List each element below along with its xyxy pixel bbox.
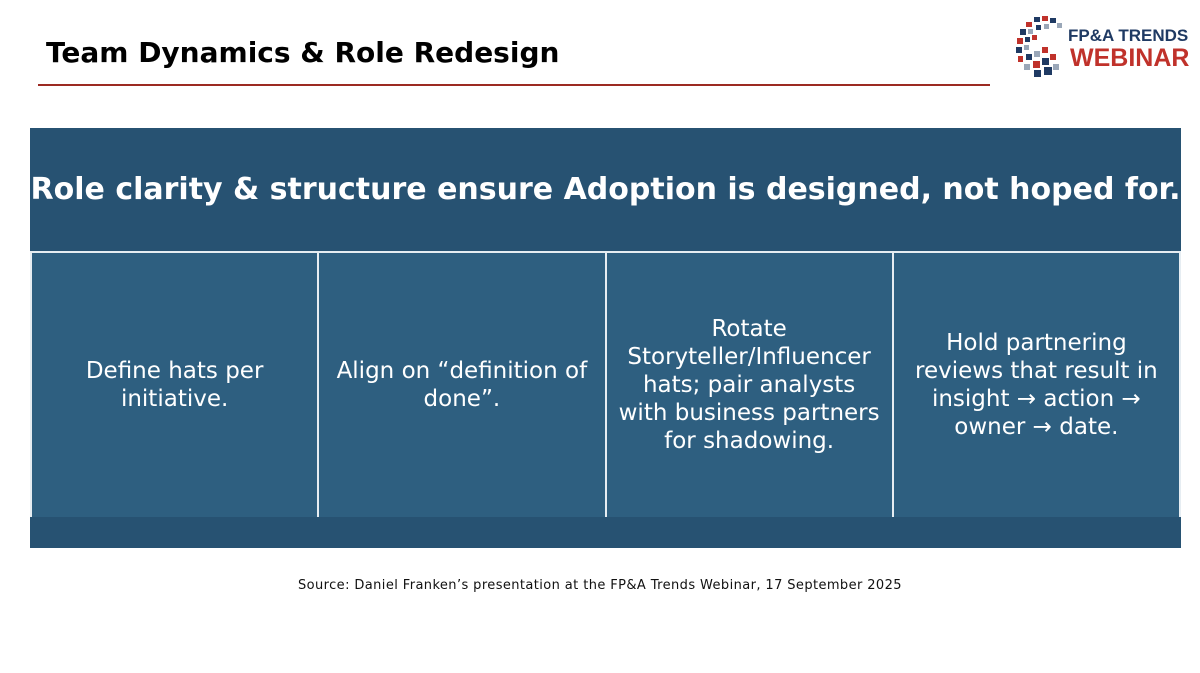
headline-text: Role clarity & structure ensure Adoption… <box>30 172 1181 207</box>
panel-footer-band <box>30 517 1181 548</box>
slide-title: Team Dynamics & Role Redesign <box>46 36 560 69</box>
action-cell-define-hats: Define hats per initiative. <box>30 253 318 517</box>
logo-text-webinar: WEBINAR <box>1070 44 1190 72</box>
headline-band: Role clarity & structure ensure Adoption… <box>30 128 1181 253</box>
action-cell-definition-of-done: Align on “definition of done”. <box>317 253 605 517</box>
action-cell-rotate-hats: Rotate Storyteller/Influencer hats; pair… <box>604 253 892 517</box>
logo-text-fpa-trends: FP&A TRENDS <box>1068 26 1189 45</box>
action-cells-row: Define hats per initiative. Align on “de… <box>30 253 1181 517</box>
fpa-trends-webinar-logo: FP&A TRENDS WEBINAR <box>1012 14 1190 80</box>
content-panel: Role clarity & structure ensure Adoption… <box>30 128 1181 548</box>
globe-mosaic-logo-icon <box>1016 16 1062 77</box>
action-cell-partnering-reviews: Hold partnering reviews that result in i… <box>891 253 1181 517</box>
source-citation: Source: Daniel Franken’s presentation at… <box>298 578 902 593</box>
title-divider <box>38 84 990 86</box>
